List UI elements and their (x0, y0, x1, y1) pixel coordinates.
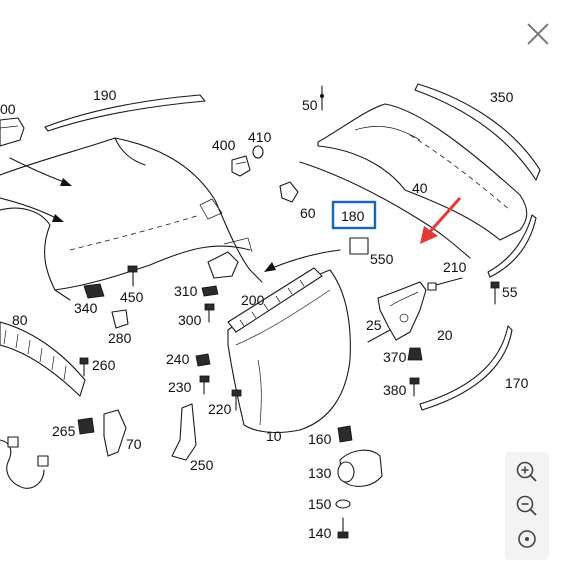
close-icon[interactable] (522, 18, 554, 50)
sensor-550-part (349, 237, 369, 255)
label-310[interactable]: 310 (174, 283, 198, 299)
label-80[interactable]: 80 (12, 312, 28, 328)
label-250[interactable]: 250 (190, 457, 214, 473)
sensor-130-part (337, 449, 383, 487)
bracket-250-part (171, 403, 197, 461)
red-arrow-icon (420, 197, 462, 244)
label-265[interactable]: 265 (52, 423, 76, 439)
fastener-370-part (407, 347, 423, 361)
bumper-upper-cover-40-part (299, 103, 528, 259)
reset-view-button[interactable] (512, 524, 542, 554)
label-260[interactable]: 260 (92, 357, 116, 373)
bracket-00-part (0, 117, 25, 147)
support-80-part (0, 321, 86, 397)
stud-50-part (320, 85, 324, 111)
bolt-260-part (79, 357, 89, 377)
label-450[interactable]: 450 (120, 289, 144, 305)
clip-160-part (337, 425, 353, 443)
screw-300-part (204, 303, 215, 323)
arrow-center-icon (264, 249, 341, 272)
highlight-box-180 (331, 200, 377, 230)
trim-strip-170-part (419, 325, 513, 411)
label-150[interactable]: 150 (308, 496, 332, 512)
sensor-400-part (231, 145, 264, 177)
label-410[interactable]: 410 (248, 129, 272, 145)
arrow-left-upper-icon (9, 157, 72, 186)
carrier-200-part (227, 267, 323, 333)
label-50[interactable]: 50 (302, 97, 318, 113)
label-40[interactable]: 40 (412, 180, 428, 196)
zoom-in-icon (516, 461, 537, 482)
label-280[interactable]: 280 (108, 330, 132, 346)
clip-310-part (201, 285, 219, 297)
bolt-230-part (199, 375, 210, 395)
label-210[interactable]: 210 (443, 259, 467, 275)
pin-25-part (367, 329, 391, 343)
trim-strip-190-part (44, 94, 206, 132)
label-20[interactable]: 20 (437, 327, 453, 343)
zoom-in-button[interactable] (512, 457, 542, 487)
label-230[interactable]: 230 (168, 379, 192, 395)
bolt-220-part (231, 389, 242, 411)
screw-450-part (127, 265, 138, 287)
label-140[interactable]: 140 (308, 525, 332, 541)
label-220[interactable]: 220 (208, 401, 232, 417)
ring-150-part (335, 499, 351, 509)
bracket-20-part (377, 281, 427, 341)
label-130[interactable]: 130 (308, 465, 332, 481)
zoom-out-button[interactable] (512, 491, 542, 521)
label-70[interactable]: 70 (126, 436, 142, 452)
label-200[interactable]: 200 (241, 292, 265, 308)
trim-strip-350-part (414, 83, 541, 181)
label-10[interactable]: 10 (266, 428, 282, 444)
bolt-140-part (337, 517, 349, 539)
label-190[interactable]: 190 (93, 87, 117, 103)
label-55[interactable]: 55 (502, 284, 518, 300)
label-380[interactable]: 380 (383, 382, 407, 398)
label-550[interactable]: 550 (370, 251, 394, 267)
arrow-left-lower-icon (0, 197, 64, 222)
label-400[interactable]: 400 (212, 137, 236, 153)
screw-210-part (427, 277, 463, 291)
label-180[interactable]: 180 (341, 208, 365, 224)
clip-60-part (279, 181, 299, 203)
label-370[interactable]: 370 (383, 349, 407, 365)
zoom-controls (505, 452, 549, 560)
clip-240-part (195, 353, 211, 367)
clip-280-part (111, 309, 129, 329)
label-300[interactable]: 300 (178, 312, 202, 328)
bumper-cover-left-part (0, 137, 263, 301)
label-240[interactable]: 240 (166, 351, 190, 367)
label-00[interactable]: 00 (0, 101, 16, 117)
label-170[interactable]: 170 (505, 375, 529, 391)
label-25[interactable]: 25 (366, 317, 382, 333)
bolt-380-part (409, 377, 420, 397)
clip-340-part (83, 283, 105, 299)
reset-view-icon (518, 530, 536, 548)
bolt-55-part (490, 281, 500, 305)
part-labels: 190 00 50 350 400 410 40 60 180 550 210 … (0, 87, 529, 541)
label-340[interactable]: 340 (74, 300, 98, 316)
label-160[interactable]: 160 (308, 431, 332, 447)
label-60[interactable]: 60 (300, 205, 316, 221)
label-350[interactable]: 350 (490, 89, 514, 105)
zoom-out-icon (516, 495, 537, 516)
clip-265-part (77, 417, 95, 435)
wiring-harness-part (0, 436, 49, 489)
bracket-70-part (103, 409, 127, 457)
